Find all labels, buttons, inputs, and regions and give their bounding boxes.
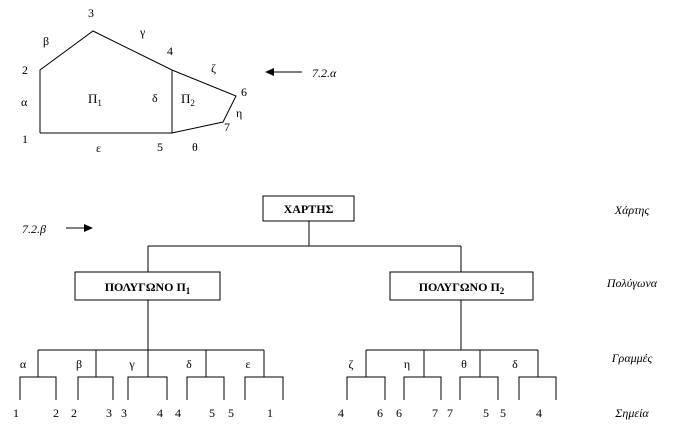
- line-label: δ: [186, 357, 192, 371]
- edge-theta-label: θ: [192, 140, 198, 154]
- root-label: ΧΑΡΤΗΣ: [284, 202, 334, 216]
- polygon-2-box-label: ΠΟΛΥΓΩΝΟ Π2: [419, 280, 505, 296]
- line-alpha-bracket: [19, 376, 57, 400]
- line-eta-bracket: [403, 376, 442, 400]
- figure-b-ref: 7.2.β: [22, 222, 46, 236]
- line-delta-bracket: [186, 376, 225, 400]
- vertex-6-label: 6: [241, 85, 247, 99]
- point-label: 2: [53, 406, 59, 420]
- point-label: 5: [483, 406, 489, 420]
- point-label: 4: [536, 406, 542, 420]
- line-label: ε: [245, 357, 250, 371]
- point-label: 6: [396, 406, 402, 420]
- point-label: 6: [377, 406, 383, 420]
- line-gamma-bracket: [127, 376, 168, 400]
- level-polygons-label: Πολύγωνα: [606, 276, 658, 290]
- edge-alpha-label: α: [21, 95, 28, 109]
- level-labels: Χάρτης Πολύγωνα Γραμμές Σημεία: [606, 203, 658, 420]
- polygon-1-box-label: ΠΟΛΥΓΩΝΟ Π1: [105, 280, 191, 296]
- vertex-3-label: 3: [88, 6, 94, 20]
- point-label: 1: [267, 406, 273, 420]
- point-label: 5: [500, 406, 506, 420]
- polygon-2-label: Π2: [181, 91, 195, 108]
- line-label: θ: [461, 357, 467, 371]
- line-label: β: [76, 357, 82, 371]
- line-epsilon-bracket: [244, 376, 284, 400]
- edge-beta-label: β: [43, 34, 49, 48]
- edge-zeta-label: ζ: [211, 61, 216, 75]
- edge-epsilon-label: ε: [96, 141, 101, 155]
- line-label: ζ: [349, 357, 354, 371]
- polygon-outline: [39, 30, 237, 134]
- tree-figure: 7.2.β ΧΑΡΤΗΣ ΠΟΛΥΓΩΝΟ Π1 ΠΟΛΥΓΩΝΟ Π2: [13, 195, 557, 420]
- level-lines-label: Γραμμές: [611, 351, 653, 365]
- point-label: 5: [209, 406, 215, 420]
- map-figure: 1 2 3 4 5 6 7 α β γ δ ε ζ η θ Π1 Π2 7.2.…: [21, 6, 337, 155]
- line-theta-bracket: [459, 376, 499, 400]
- line-zeta-bracket: [346, 376, 386, 400]
- figure-a-arrowhead: [265, 68, 274, 76]
- level-map-label: Χάρτης: [614, 203, 650, 217]
- polygon-1-label: Π1: [88, 91, 102, 108]
- edge-gamma-label: γ: [139, 25, 146, 39]
- point-label: 5: [228, 406, 234, 420]
- figure-a-ref: 7.2.α: [312, 66, 337, 80]
- point-label: 3: [106, 406, 112, 420]
- level-points-label: Σημεία: [614, 406, 649, 420]
- line-label: α: [20, 357, 27, 371]
- vertex-5-label: 5: [157, 140, 163, 154]
- vertex-7-label: 7: [224, 120, 230, 134]
- vertex-4-label: 4: [167, 44, 173, 58]
- point-label: 7: [432, 406, 438, 420]
- figure-b-arrowhead: [84, 224, 93, 232]
- point-label: 7: [447, 406, 453, 420]
- edge-delta-label: δ: [152, 91, 158, 105]
- edge-eta-label: η: [236, 106, 242, 120]
- vertex-1-label: 1: [22, 132, 28, 146]
- line-delta2-bracket: [518, 376, 557, 400]
- line-label: η: [404, 357, 410, 371]
- vertex-2-label: 2: [22, 63, 28, 77]
- point-label: 1: [13, 406, 19, 420]
- line-label: γ: [128, 357, 135, 371]
- point-label: 4: [157, 406, 163, 420]
- point-label: 3: [121, 406, 127, 420]
- line-beta-bracket: [77, 376, 114, 400]
- point-label: 4: [175, 406, 181, 420]
- point-label: 2: [71, 406, 77, 420]
- line-label: δ: [512, 357, 518, 371]
- point-label: 4: [338, 406, 344, 420]
